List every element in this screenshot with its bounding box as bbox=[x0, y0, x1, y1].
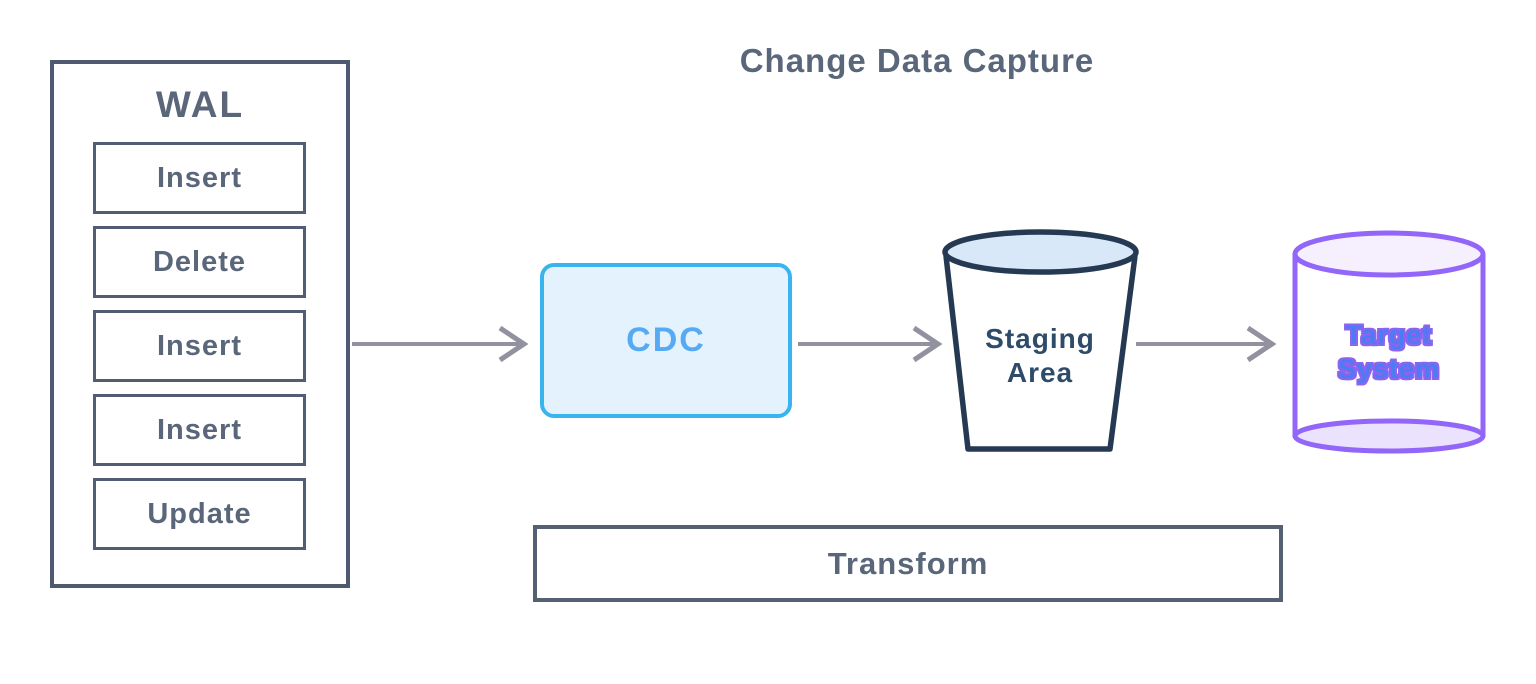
staging-bucket-shape bbox=[942, 229, 1139, 452]
wal-title: WAL bbox=[155, 84, 245, 125]
wal-entry: Insert bbox=[93, 310, 306, 382]
bucket-top-ellipse bbox=[942, 229, 1139, 275]
transform-box: Transform bbox=[533, 525, 1283, 602]
diagram-title: Change Data Capture bbox=[739, 42, 1095, 79]
arrow-cdc-to-staging-icon bbox=[798, 325, 943, 363]
arrow-staging-to-target-icon bbox=[1136, 325, 1277, 363]
arrow-wal-to-cdc-icon bbox=[352, 325, 529, 363]
wal-entries-list: Insert Delete Insert Insert Update bbox=[93, 142, 306, 550]
staging-area-label: Staging Area bbox=[985, 323, 1095, 388]
wal-entry: Update bbox=[93, 478, 306, 550]
transform-label: Transform bbox=[827, 545, 989, 581]
cylinder-top-ellipse bbox=[1292, 230, 1486, 278]
wal-entry: Delete bbox=[93, 226, 306, 298]
wal-entry: Insert bbox=[93, 142, 306, 214]
target-system-label: Target System bbox=[1337, 320, 1441, 384]
cylinder-bottom-ellipse bbox=[1292, 418, 1486, 454]
target-cylinder-shape bbox=[1292, 230, 1486, 454]
cdc-node: CDC bbox=[540, 263, 792, 418]
wal-box: WAL Insert Delete Insert Insert Update bbox=[50, 60, 350, 588]
wal-entry: Insert bbox=[93, 394, 306, 466]
cdc-label: CDC bbox=[626, 321, 706, 359]
bucket-body bbox=[943, 255, 1138, 452]
